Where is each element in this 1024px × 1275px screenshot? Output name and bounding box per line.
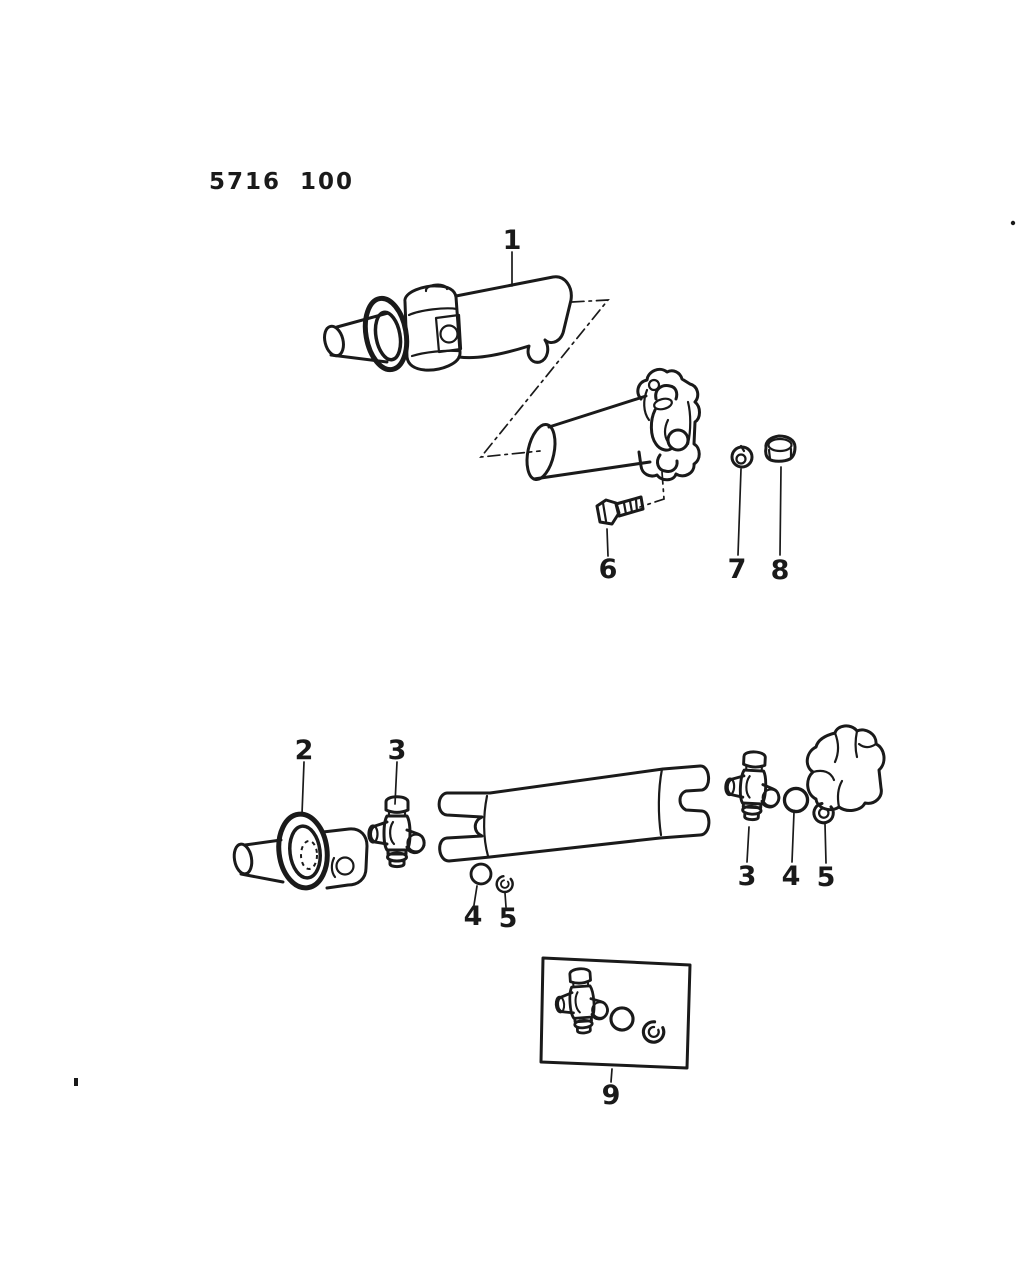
scan-artifact-dot-bottom-left [74, 1078, 78, 1086]
repair-kit-box-drawing [539, 956, 692, 1070]
callout-4-right: 4 [782, 861, 801, 892]
u-joint-spider-left-drawing [367, 795, 426, 869]
diagram-code: 5716 100 [209, 169, 354, 195]
callout-5-left: 5 [499, 903, 518, 934]
bearing-cap-left-drawing [469, 862, 493, 886]
rear-flange-yoke-drawing [805, 724, 886, 812]
flange-nut-drawing [764, 434, 797, 463]
snap-ring-right-drawing [812, 802, 835, 825]
bearing-cap-right-drawing [782, 786, 810, 814]
callout-leader-lines [301, 251, 827, 1083]
scan-artifact-dot-top-right [1010, 220, 1016, 226]
snap-ring-left-drawing [495, 874, 514, 894]
callout-3-right: 3 [738, 861, 757, 892]
center-yoke-shaft-drawing [437, 764, 711, 863]
callout-9: 9 [602, 1080, 621, 1111]
rear-propeller-shaft-flange-end-drawing [525, 367, 701, 482]
callout-2: 2 [295, 735, 314, 766]
callout-4-left: 4 [464, 901, 483, 932]
phantom-alignment-lines [479, 299, 610, 459]
u-joint-spider-right-drawing [722, 749, 783, 823]
callout-6: 6 [599, 554, 618, 585]
center-bearing-assembly-drawing [232, 811, 369, 891]
front-propeller-shaft-drawing [323, 275, 573, 373]
callout-8: 8 [771, 555, 790, 586]
callout-3-left: 3 [388, 735, 407, 766]
flange-bolt-drawing [595, 471, 665, 526]
callout-5-right: 5 [817, 862, 836, 893]
spring-washer-drawing [730, 444, 754, 469]
callout-1: 1 [503, 225, 522, 256]
callout-7: 7 [728, 554, 747, 585]
